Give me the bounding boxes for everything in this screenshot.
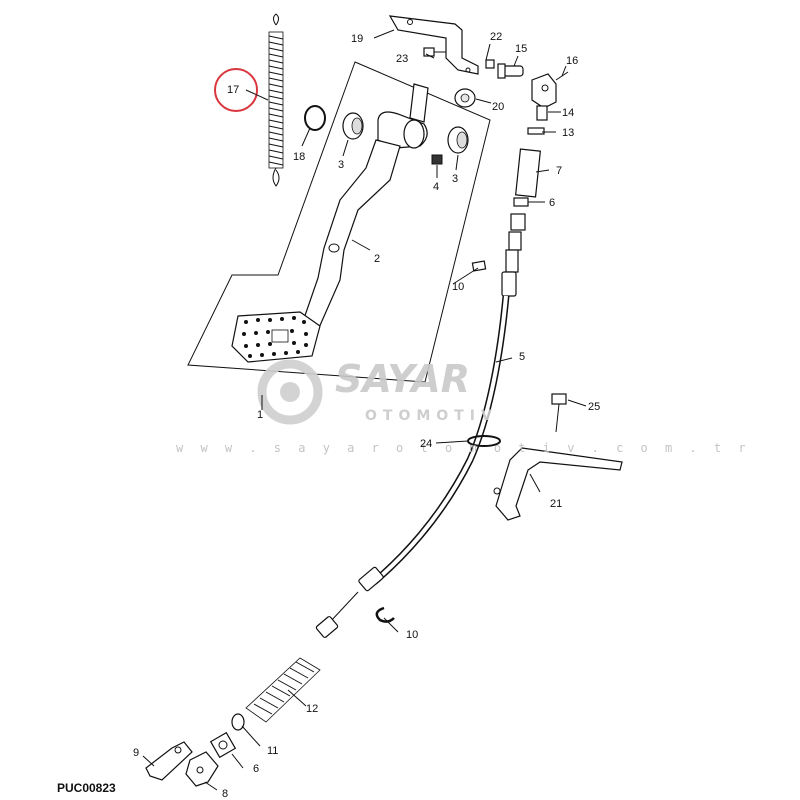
watermark-sub: OTOMOTIV [365,408,498,424]
callout-3a: 3 [338,159,344,171]
watermark: SAYAR OTOMOTIV w w w . s a y a r o t o m… [176,357,751,455]
callout-25: 25 [588,401,600,413]
callout-5: 5 [519,351,525,363]
cable-part [315,295,510,638]
pin-lower [145,741,193,781]
callout-6b: 6 [253,763,259,775]
bracket-part [388,15,479,75]
watermark-logo-icon [257,359,323,425]
clevis-lower [185,751,219,787]
washer-part [304,105,326,131]
callout-19: 19 [351,33,363,45]
spring-part [268,13,284,187]
callout-21: 21 [550,498,562,510]
callout-13: 13 [562,127,574,139]
washer-lower [231,713,245,731]
callout-3b: 3 [452,173,458,185]
callout-10a: 10 [452,281,464,293]
highlight-circle [214,68,258,112]
callout-16: 16 [566,55,578,67]
callout-15: 15 [515,43,527,55]
callout-7: 7 [556,165,562,177]
callout-4: 4 [433,181,439,193]
callout-24: 24 [420,438,432,450]
nut-lower [209,731,237,759]
clip-lower [375,606,395,623]
pedal-bushings [342,112,469,154]
diagram-code: PUC00823 [57,781,116,795]
bolt-part [551,393,567,433]
cotter-pin-upper [471,260,487,272]
callout-14: 14 [562,107,574,119]
pedal-arm [231,83,429,363]
callout-labels: 1 2 3 3 4 5 6 6 7 8 9 10 10 11 12 13 14 … [133,31,600,800]
callout-12: 12 [306,703,318,715]
callout-1: 1 [257,409,263,421]
watermark-url: w w w . s a y a r o t o m o t i v . c o … [176,441,751,455]
watermark-brand: SAYAR [335,357,470,401]
callout-22: 22 [490,31,502,43]
callout-23: 23 [396,53,408,65]
callout-10b: 10 [406,629,418,641]
callout-17: 17 [227,84,239,96]
callout-9: 9 [133,747,139,759]
callout-6a: 6 [549,197,555,209]
nut-part [431,154,443,165]
assembly-panel [187,61,491,383]
callout-18: 18 [293,151,305,163]
pin-part [497,63,524,79]
callout-2: 2 [374,253,380,265]
callout-8: 8 [222,788,228,800]
callout-11: 11 [267,745,278,757]
callout-20: 20 [492,101,504,113]
leader-lines [142,29,587,791]
bracket-lower [493,447,623,521]
return-spring [245,657,321,723]
cable-upper-fittings [501,127,545,297]
